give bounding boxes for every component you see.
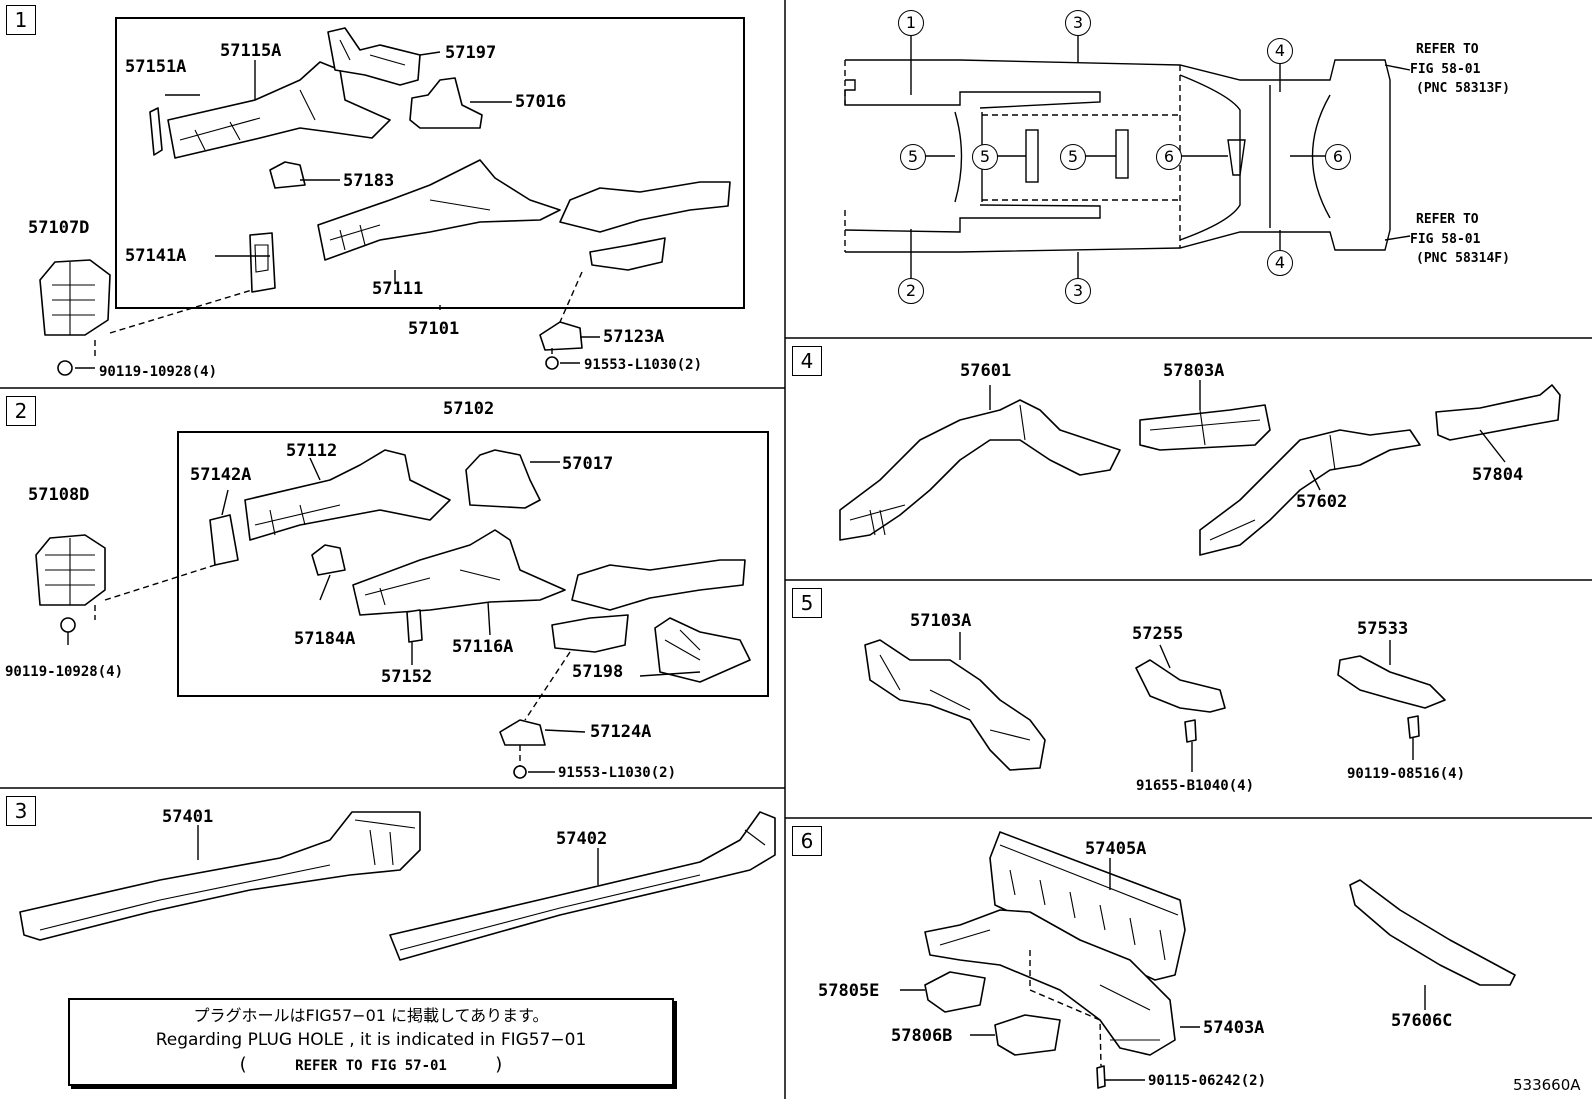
part-label: 57124A xyxy=(590,722,652,742)
section-number-5: 5 xyxy=(792,588,822,618)
note-jp: プラグホールはFIG57−01 に掲載してあります。 xyxy=(193,1006,549,1025)
part-label: 57602 xyxy=(1296,492,1348,512)
overview-callout: 6 xyxy=(1156,144,1182,170)
part-label: 57198 xyxy=(572,662,624,682)
fastener-label: 91553-L1030(2) xyxy=(558,765,677,781)
refer-upper-line2: FIG 58-01 xyxy=(1410,62,1481,77)
overview-callout: 2 xyxy=(898,278,924,304)
part-label: 57116A xyxy=(452,637,514,657)
refer-lower-line3: (PNC 58314F) xyxy=(1416,251,1510,266)
part-label: 57402 xyxy=(556,829,608,849)
part-label: 57112 xyxy=(286,441,338,461)
note-paren-open: ( xyxy=(239,1054,247,1075)
overview-callout: 1 xyxy=(898,10,924,36)
part-label: 57017 xyxy=(562,454,614,474)
refer-lower-line1: REFER TO xyxy=(1416,212,1479,227)
part-label: 57804 xyxy=(1472,465,1524,485)
section4-parts xyxy=(839,380,1561,556)
part-label: 57142A xyxy=(190,465,252,485)
section-number-3: 3 xyxy=(6,796,36,826)
note-refer-line: ( REFER TO FIG 57-01 ) xyxy=(70,1052,672,1079)
overview-callout: 5 xyxy=(1060,144,1086,170)
part-label: 57183 xyxy=(343,171,395,191)
part-label: 57803A xyxy=(1163,361,1225,381)
fastener-label: 91553-L1030(2) xyxy=(584,357,703,373)
section5-parts xyxy=(864,632,1446,772)
note-refer: REFER TO FIG 57-01 xyxy=(295,1058,447,1074)
overview-callout: 5 xyxy=(972,144,998,170)
assembly-box-57102 xyxy=(177,431,769,697)
overview-callout: 6 xyxy=(1325,144,1351,170)
part-label: 57103A xyxy=(910,611,972,631)
refer-upper-line3: (PNC 58313F) xyxy=(1416,81,1510,96)
overview-callout: 5 xyxy=(900,144,926,170)
part-label: 57152 xyxy=(381,667,433,687)
fastener-label: 90119-10928(4) xyxy=(5,664,124,680)
part-label: 57806B xyxy=(891,1026,953,1046)
plug-hole-note: プラグホールはFIG57−01 に掲載してあります。 Regarding PLU… xyxy=(68,998,674,1086)
section6-parts xyxy=(900,831,1516,1089)
part-label: 57601 xyxy=(960,361,1012,381)
fastener-label: 90119-08516(4) xyxy=(1347,766,1466,782)
section3-parts xyxy=(19,811,776,961)
part-label: 57115A xyxy=(220,41,282,61)
part-label: 57184A xyxy=(294,629,356,649)
overview-callout: 4 xyxy=(1267,250,1293,276)
note-en: Regarding PLUG HOLE , it is indicated in… xyxy=(155,1030,587,1050)
figure-id: 533660A xyxy=(1513,1076,1581,1094)
part-label: 57141A xyxy=(125,246,187,266)
part-label: 57405A xyxy=(1085,839,1147,859)
fastener-label: 91655-B1040(4) xyxy=(1136,778,1255,794)
part-label: 57111 xyxy=(372,279,424,299)
overview-callout: 3 xyxy=(1065,10,1091,36)
section-number-2: 2 xyxy=(6,396,36,426)
part-label: 57805E xyxy=(818,981,880,1001)
part-label: 57533 xyxy=(1357,619,1409,639)
part-label: 57107D xyxy=(28,218,90,238)
part-label: 57108D xyxy=(28,485,90,505)
part-label: 57606C xyxy=(1391,1011,1453,1031)
section-number-6: 6 xyxy=(792,826,822,856)
part-label: 57016 xyxy=(515,92,567,112)
note-paren-close: ) xyxy=(495,1054,503,1075)
overview-callout: 4 xyxy=(1267,38,1293,64)
part-label: 57197 xyxy=(445,43,497,63)
part-label: 57255 xyxy=(1132,624,1184,644)
fastener-label: 90115-06242(2) xyxy=(1148,1073,1267,1089)
section-number-1: 1 xyxy=(6,5,36,35)
part-label: 57403A xyxy=(1203,1018,1265,1038)
part-label: 57151A xyxy=(125,57,187,77)
overview-callout: 3 xyxy=(1065,278,1091,304)
part-label: 57123A xyxy=(603,327,665,347)
section-number-4: 4 xyxy=(792,346,822,376)
assembly-label: 57101 xyxy=(408,319,460,339)
assembly-box-57101 xyxy=(115,17,745,309)
section1-parts xyxy=(39,27,731,376)
section2-parts xyxy=(35,449,751,779)
part-label: 57401 xyxy=(162,807,214,827)
fastener-label: 90119-10928(4) xyxy=(99,364,218,380)
refer-lower-line2: FIG 58-01 xyxy=(1410,232,1481,247)
refer-upper-line1: REFER TO xyxy=(1416,42,1479,57)
assembly-label: 57102 xyxy=(443,399,495,419)
